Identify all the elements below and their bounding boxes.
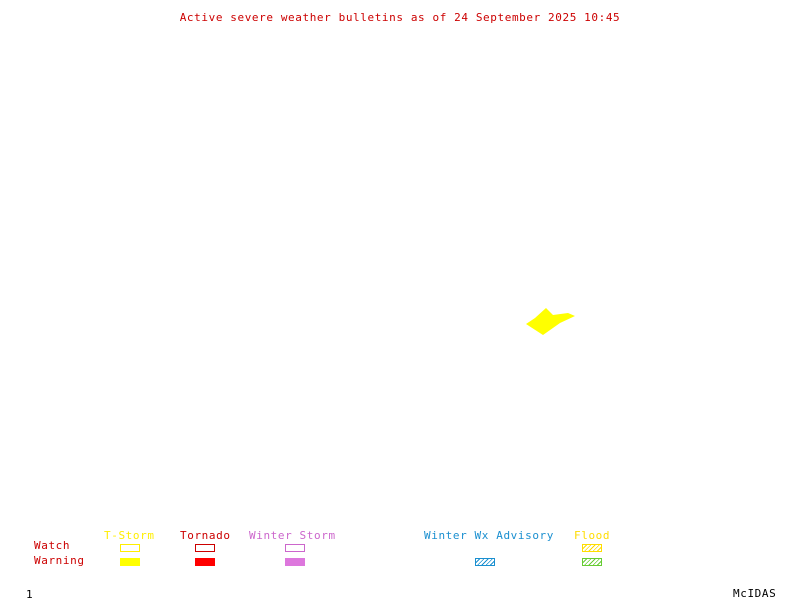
legend-header-tornado: Tornado xyxy=(180,529,231,542)
tstorm-watch-swatch xyxy=(120,544,140,552)
winter-storm-watch-swatch xyxy=(285,544,305,552)
frame-number: 1 xyxy=(26,588,34,601)
legend-header-tstorm: T-Storm xyxy=(104,529,155,542)
bulletin-title: Active severe weather bulletins as of 24… xyxy=(179,11,621,24)
legend-header-flood: Flood xyxy=(574,529,611,542)
tstorm-warning-swatch xyxy=(120,558,140,566)
mcidas-brand: McIDAS xyxy=(733,587,777,600)
legend-row-warning: Warning xyxy=(34,554,85,567)
tstorm-warning-area[interactable] xyxy=(526,308,575,335)
flood-warning-swatch xyxy=(582,558,602,566)
winter-wx-advisory-swatch xyxy=(475,558,495,566)
legend-header-winter-wx-advisory: Winter Wx Advisory xyxy=(424,529,555,542)
flood-watch-swatch xyxy=(582,544,602,552)
tornado-warning-swatch xyxy=(195,558,215,566)
winter-storm-warning-swatch xyxy=(285,558,305,566)
legend-row-watch: Watch xyxy=(34,539,71,552)
legend-header-winter-storm: Winter Storm xyxy=(249,529,336,542)
tornado-watch-swatch xyxy=(195,544,215,552)
